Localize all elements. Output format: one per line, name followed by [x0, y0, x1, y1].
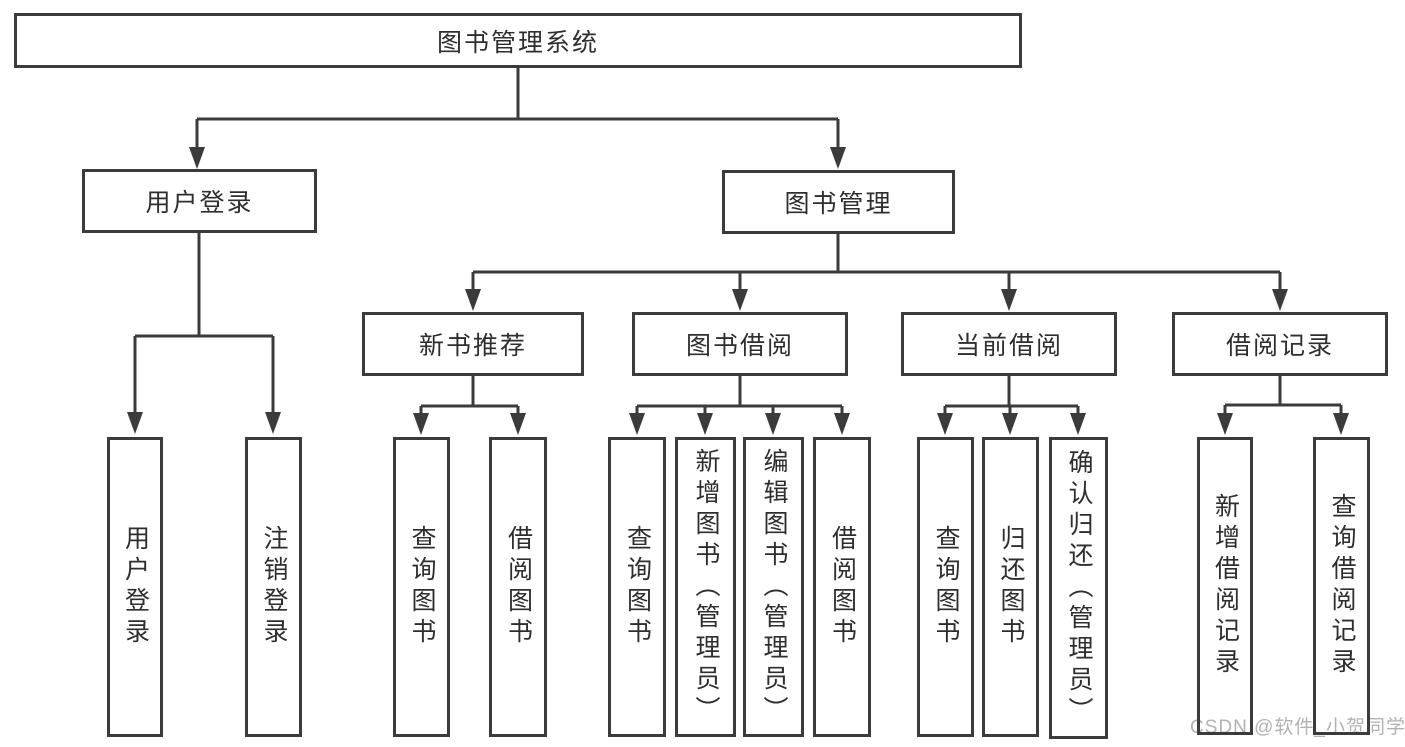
node-library-system: 图书管理系统 [14, 13, 1022, 68]
node-label: 查询借阅记录 [1328, 493, 1356, 679]
node-add-book-admin: 新增图书（管理员） [675, 437, 736, 737]
node-borrow-books-recommend: 借阅图书 [489, 437, 547, 737]
node-query-borrow-record: 查询借阅记录 [1313, 437, 1370, 735]
node-add-borrow-record: 新增借阅记录 [1197, 437, 1253, 735]
node-label: 归还图书 [997, 525, 1025, 649]
node-label: 借阅图书 [504, 525, 533, 649]
node-query-books-borrowing: 查询图书 [608, 437, 666, 737]
node-new-book-recommendation: 新书推荐 [362, 312, 584, 376]
node-logout: 注销登录 [245, 437, 302, 737]
node-label: 用户登录 [121, 525, 150, 649]
node-current-borrowing: 当前借阅 [901, 312, 1117, 376]
node-user-login-leaf: 用户登录 [107, 437, 163, 737]
node-borrow-books-leaf: 借阅图书 [813, 437, 871, 737]
node-query-books-recommend: 查询图书 [393, 437, 450, 737]
node-label: 注销登录 [260, 525, 288, 649]
node-return-books: 归还图书 [982, 437, 1039, 737]
node-borrowing-records: 借阅记录 [1172, 312, 1388, 376]
node-label: 新增图书（管理员） [692, 447, 720, 727]
node-label: 新增借阅记录 [1211, 493, 1240, 679]
node-edit-book-admin: 编辑图书（管理员） [743, 437, 804, 737]
node-label: 编辑图书（管理员） [760, 447, 788, 727]
node-label: 查询图书 [932, 525, 960, 649]
node-user-login: 用户登录 [82, 169, 317, 233]
node-label: 确认归还（管理员） [1065, 448, 1093, 728]
csdn-watermark: CSDN @软件_小贺同学 [1190, 717, 1405, 738]
node-confirm-return-admin: 确认归还（管理员） [1049, 437, 1108, 739]
arrowheads [127, 147, 1349, 435]
node-label: 查询图书 [408, 525, 436, 649]
node-query-books-current: 查询图书 [917, 437, 974, 737]
node-label: 借阅图书 [828, 525, 857, 649]
node-book-borrowing: 图书借阅 [632, 312, 848, 376]
node-label: 查询图书 [623, 525, 652, 649]
node-book-management: 图书管理 [722, 170, 955, 234]
